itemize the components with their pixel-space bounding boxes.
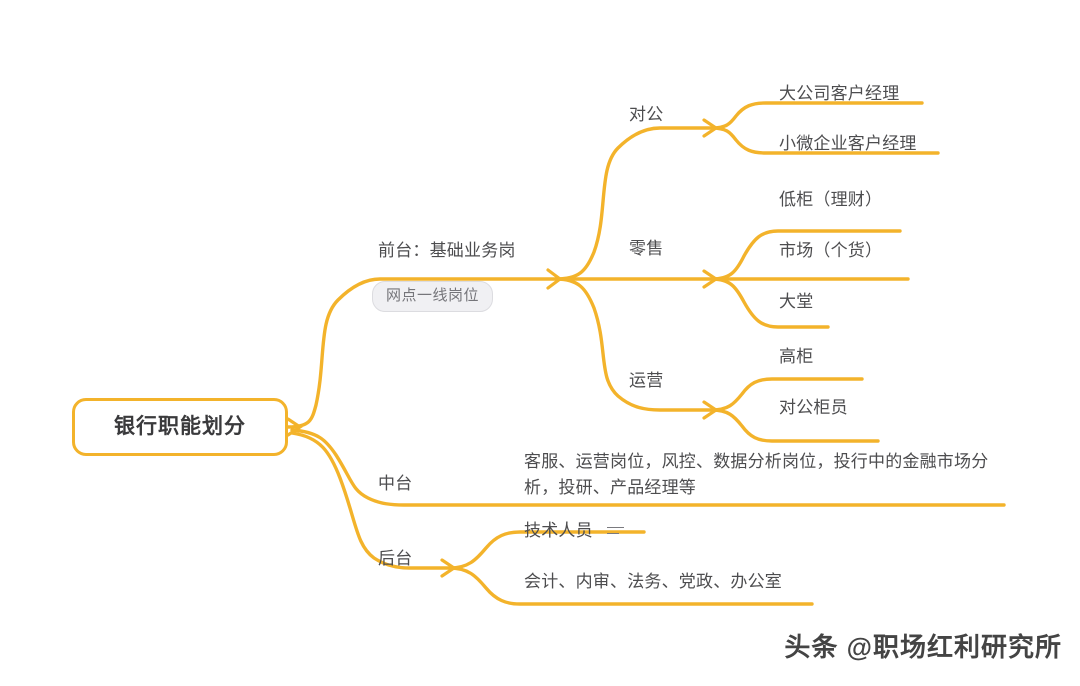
branch-front-office-label: 前台：基础业务岗 — [378, 241, 516, 260]
branch-front-office[interactable]: 前台：基础业务岗 — [378, 239, 516, 264]
node-operations[interactable]: 运营 — [629, 369, 663, 394]
leaf-lobby-manager-label: 大堂 — [779, 292, 814, 311]
node-retail-banking-label: 零售 — [629, 239, 664, 258]
leaf-corporate-teller-label: 对公柜员 — [779, 398, 848, 417]
leaf-technical-staff-label: 技术人员 — [524, 521, 593, 540]
leaf-market-personal-loan[interactable]: 市场（个货） — [779, 239, 882, 264]
leaf-lobby-manager[interactable]: 大堂 — [779, 290, 813, 315]
note-lines-icon — [606, 526, 624, 537]
leaf-high-counter-label: 高柜 — [779, 347, 814, 366]
front-office-tag-label: 网点一线岗位 — [386, 287, 480, 304]
branch-middle-office[interactable]: 中台 — [378, 472, 412, 497]
root-node[interactable]: 银行职能划分 — [72, 398, 288, 456]
leaf-admin-functions[interactable]: 会计、内审、法务、党政、办公室 — [524, 570, 782, 595]
node-retail-banking[interactable]: 零售 — [629, 237, 663, 262]
watermark: 头条 @职场红利研究所 — [784, 627, 1062, 664]
watermark-text: 头条 @职场红利研究所 — [784, 632, 1062, 662]
middle-office-description[interactable]: 客服、运营岗位，风控、数据分析岗位，投行中的金融市场分析，投研、产品经理等 — [524, 449, 1006, 502]
leaf-low-counter-wealth-label: 低柜（理财） — [779, 190, 883, 209]
leaf-high-counter[interactable]: 高柜 — [779, 345, 813, 370]
branch-back-office[interactable]: 后台 — [378, 547, 412, 572]
middle-office-description-text: 客服、运营岗位，风控、数据分析岗位，投行中的金融市场分析，投研、产品经理等 — [524, 452, 989, 498]
node-corporate-banking-label: 对公 — [629, 105, 664, 124]
leaf-large-corporate-rm-label: 大公司客户经理 — [779, 84, 900, 103]
node-corporate-banking[interactable]: 对公 — [629, 103, 663, 128]
branch-middle-office-label: 中台 — [378, 474, 413, 493]
leaf-low-counter-wealth[interactable]: 低柜（理财） — [779, 188, 882, 213]
leaf-sme-rm[interactable]: 小微企业客户经理 — [779, 132, 917, 157]
leaf-large-corporate-rm[interactable]: 大公司客户经理 — [779, 82, 899, 107]
branch-back-office-label: 后台 — [378, 549, 413, 568]
node-operations-label: 运营 — [629, 371, 664, 390]
leaf-admin-functions-label: 会计、内审、法务、党政、办公室 — [524, 572, 782, 591]
leaf-market-personal-loan-label: 市场（个货） — [779, 241, 883, 260]
leaf-sme-rm-label: 小微企业客户经理 — [779, 134, 917, 153]
front-office-tag[interactable]: 网点一线岗位 — [372, 281, 494, 312]
root-node-label: 银行职能划分 — [114, 414, 246, 438]
leaf-technical-staff[interactable]: 技术人员 — [524, 519, 624, 544]
leaf-corporate-teller[interactable]: 对公柜员 — [779, 396, 848, 421]
